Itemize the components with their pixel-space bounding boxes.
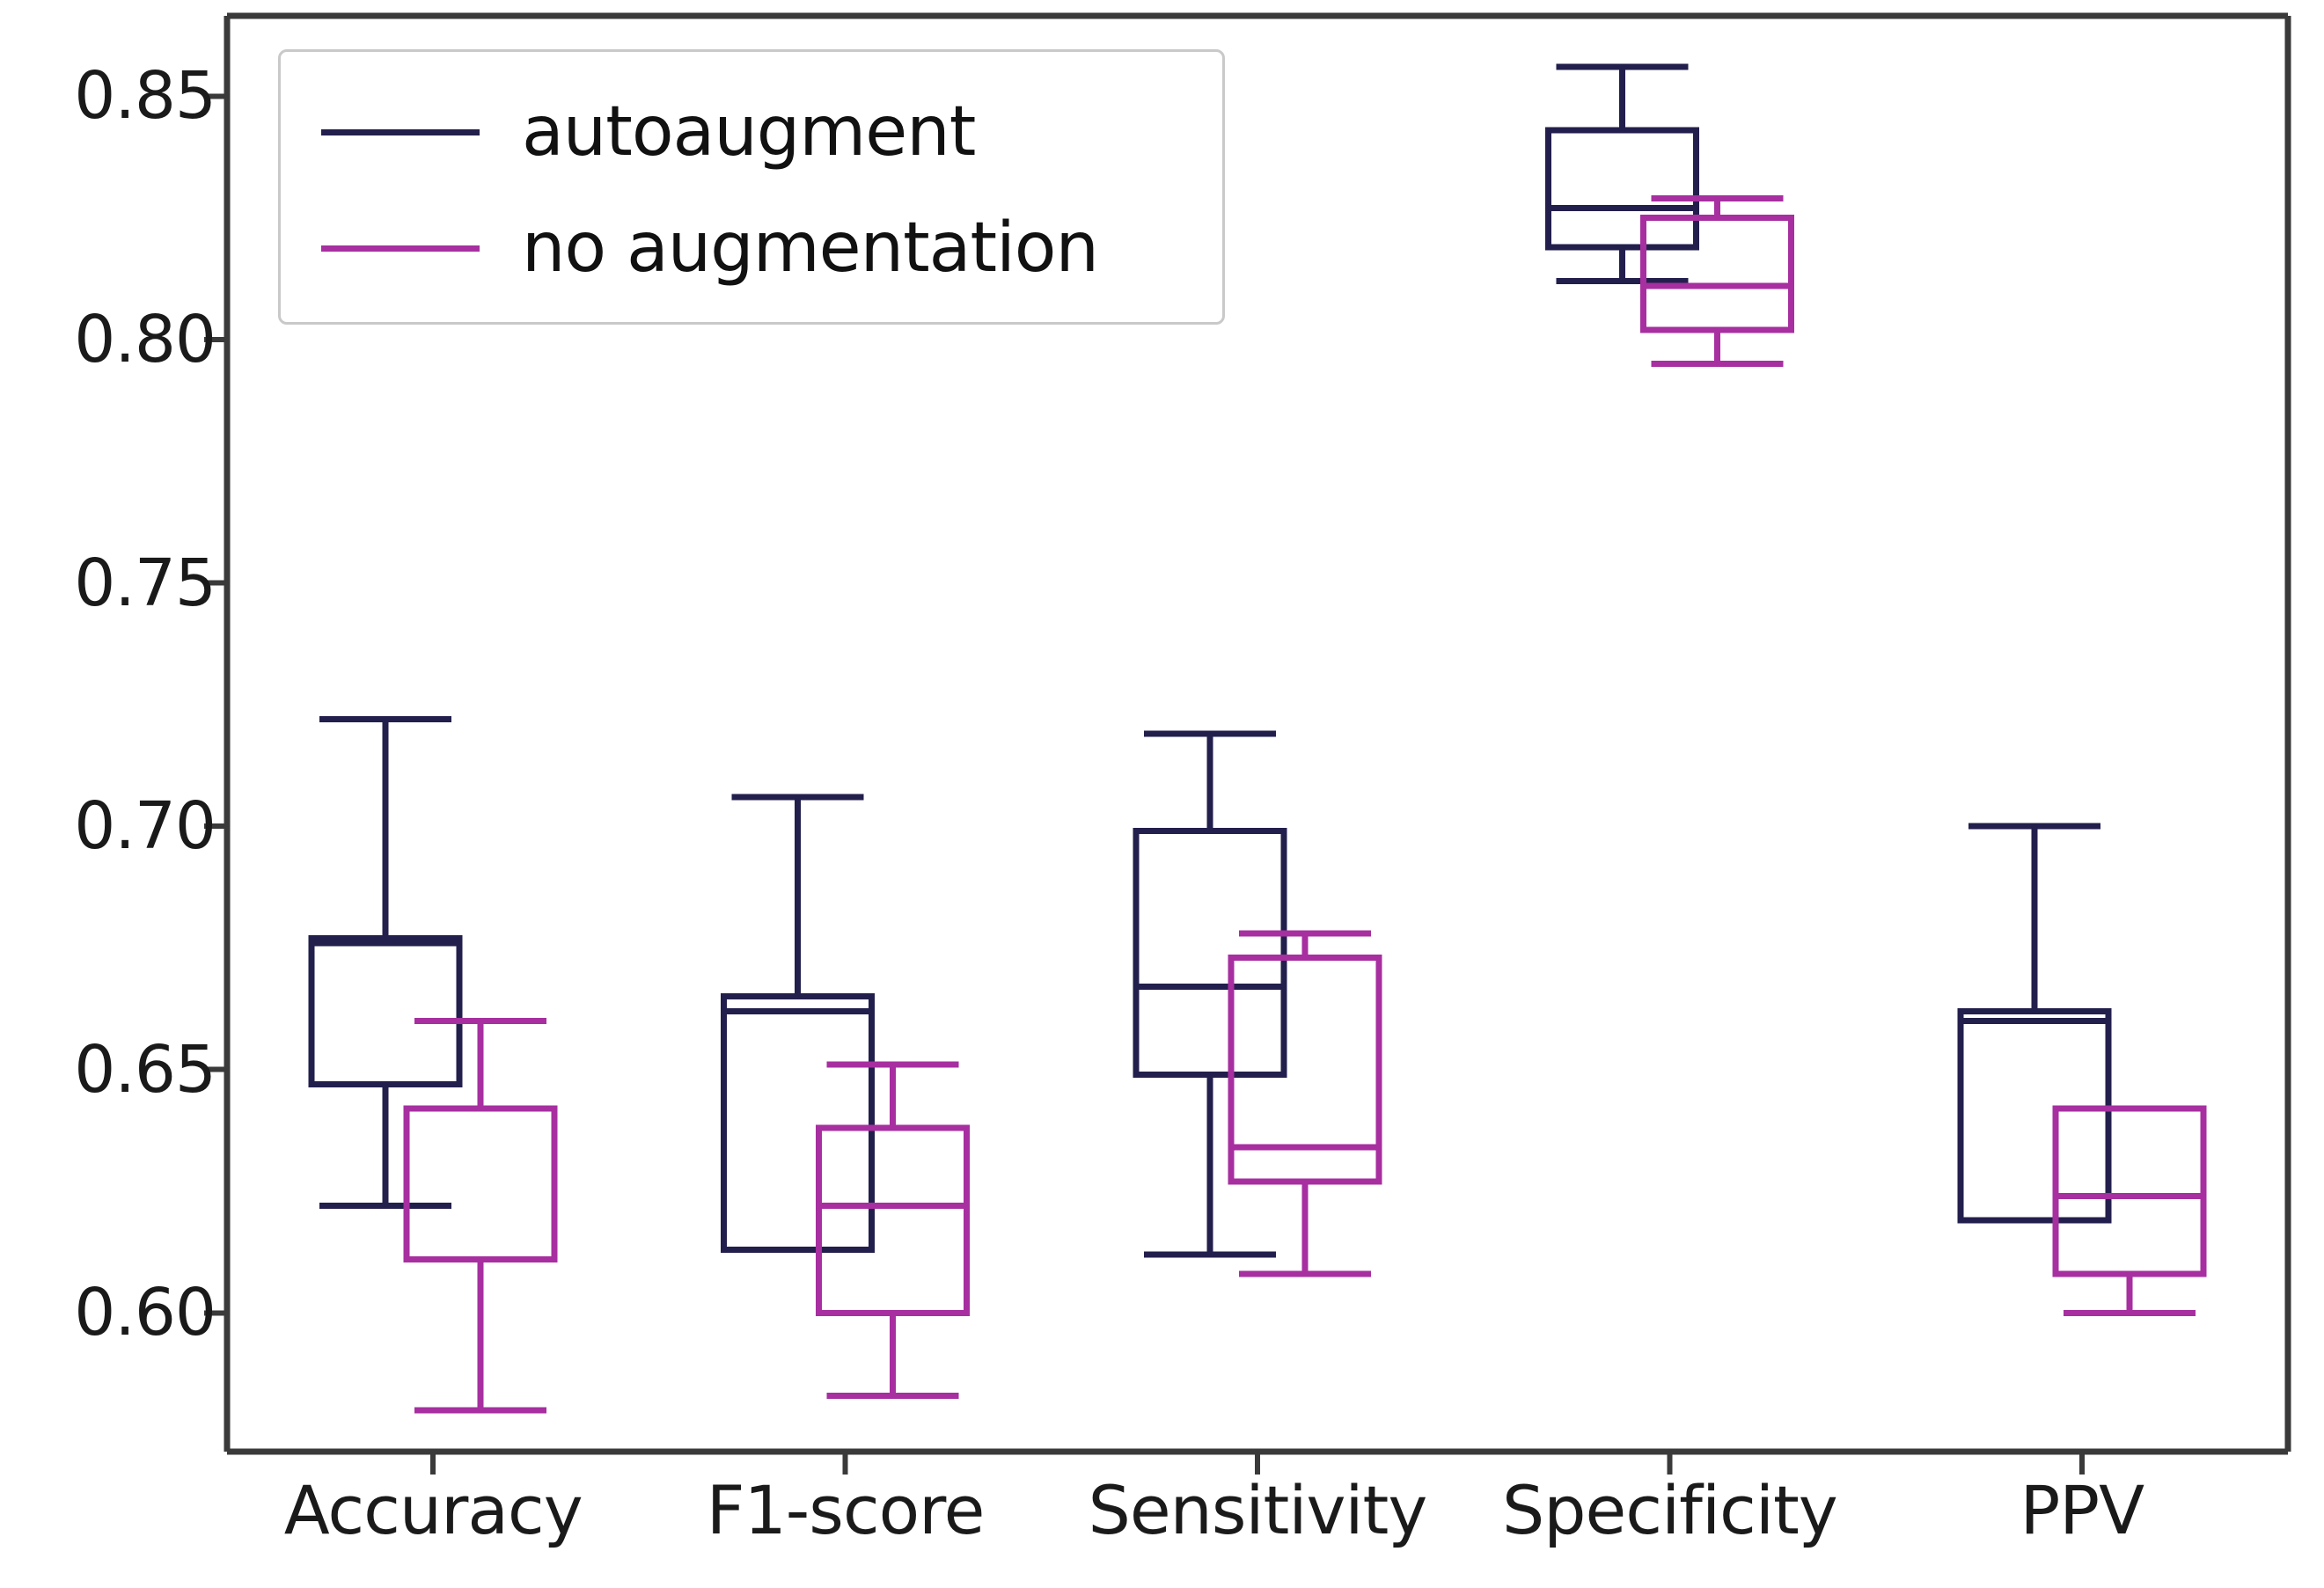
box-ppv-0: [1957, 823, 2112, 1224]
series-autoaugment: [308, 63, 2112, 1258]
box-sensitivity-1-rect: [1228, 954, 1382, 1185]
box-specificity-0: [1544, 63, 1699, 285]
box-accuracy-1: [403, 1017, 558, 1414]
box-f1-score-1-rect: [816, 1124, 971, 1316]
legend-entry-no-augmentation: no augmentation: [281, 200, 1222, 296]
box-f1-score-1: [816, 1061, 971, 1399]
box-ppv-1: [2052, 1105, 2207, 1316]
box-specificity-1: [1639, 194, 1794, 368]
legend-line-swatch-autoaugment: [321, 128, 480, 135]
box-ppv-1-rect: [2052, 1105, 2207, 1277]
box-sensitivity-1: [1228, 930, 1382, 1277]
legend-entry-autoaugment: autoaugment: [281, 84, 1222, 180]
box-ppv-0-rect: [1957, 1007, 2112, 1224]
box-f1-score-0: [721, 794, 876, 1253]
y-tick-label-1: 0.80: [74, 301, 216, 377]
box-accuracy-0: [308, 715, 463, 1210]
box-sensitivity-0-rect: [1133, 828, 1287, 1078]
box-accuracy-0-rect: [308, 934, 463, 1087]
x-tick-label-specificity: Specificity: [1502, 1471, 1838, 1549]
legend: autoaugment no augmentation: [278, 49, 1225, 325]
legend-label-autoaugment: autoaugment: [522, 92, 976, 172]
y-tick-label-3: 0.70: [74, 788, 216, 865]
box-specificity-1-rect: [1639, 215, 1794, 333]
x-tick-label-ppv: PPV: [2020, 1471, 2144, 1549]
y-tick-label-0: 0.85: [74, 58, 216, 135]
legend-line-swatch-no-augmentation: [321, 245, 480, 252]
box-sensitivity-0: [1133, 730, 1287, 1258]
y-tick-label-2: 0.75: [74, 545, 216, 621]
x-tick-label-f1-score: F1-score: [706, 1471, 986, 1549]
y-tick-label-5: 0.60: [74, 1275, 216, 1351]
axes-spines: [204, 12, 2291, 1475]
x-tick-label-sensitivity: Sensitivity: [1088, 1471, 1428, 1549]
legend-label-no-augmentation: no augmentation: [522, 209, 1099, 288]
box-specificity-0-rect: [1544, 127, 1699, 251]
series-no-augmentation: [403, 194, 2207, 1414]
box-series-layer: [308, 63, 2207, 1414]
x-tick-label-accuracy: Accuracy: [283, 1471, 583, 1549]
y-tick-label-4: 0.65: [74, 1031, 216, 1108]
box-accuracy-1-rect: [403, 1105, 558, 1262]
box-f1-score-0-rect: [721, 993, 876, 1253]
